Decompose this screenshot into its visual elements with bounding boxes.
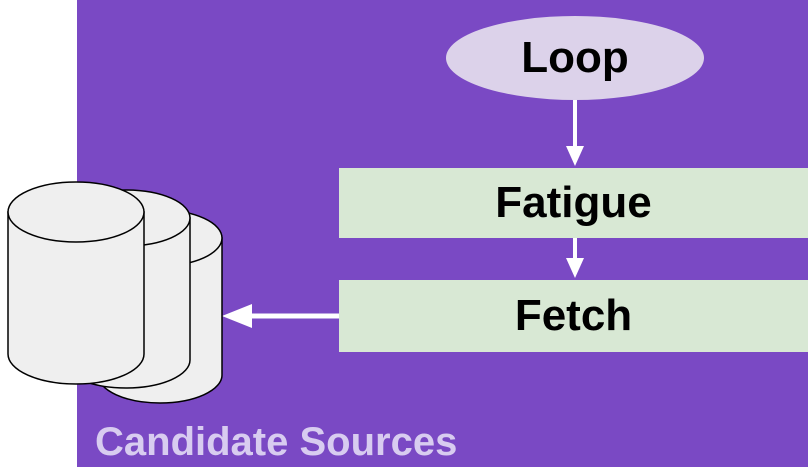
database-stack-icon xyxy=(7,181,223,404)
arrow-fetch-to-sources xyxy=(222,304,339,328)
arrow-loop-to-fatigue xyxy=(566,100,584,166)
arrow-fatigue-to-fetch xyxy=(566,238,584,278)
fatigue-node xyxy=(339,168,808,238)
candidate-sources-caption: Candidate Sources xyxy=(95,420,458,464)
fetch-node xyxy=(339,280,808,352)
database-cylinder-front xyxy=(7,181,145,385)
loop-node xyxy=(446,16,704,100)
fetch-label: Fetch xyxy=(514,291,633,340)
fatigue-label: Fatigue xyxy=(495,178,652,227)
loop-label: Loop xyxy=(521,33,629,82)
